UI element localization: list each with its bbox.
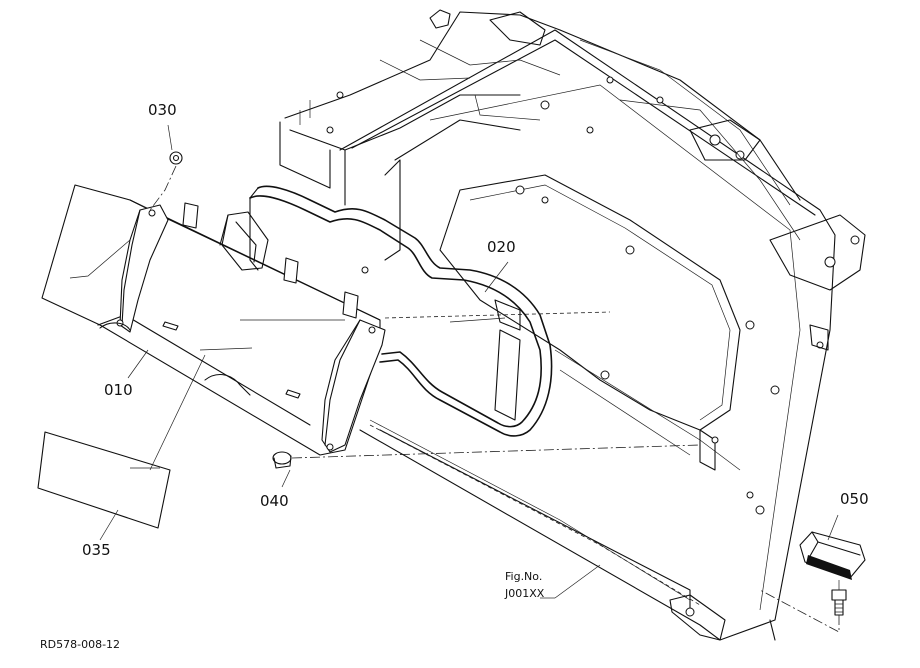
callout-010: 010 xyxy=(104,381,133,399)
washer-030 xyxy=(149,124,183,211)
callout-035: 035 xyxy=(82,541,111,559)
figref-leader xyxy=(554,564,601,599)
drawing-code: RD578-008-12 xyxy=(40,638,120,651)
decal-035 xyxy=(37,354,206,541)
cap-050 xyxy=(759,514,866,633)
deflector-panel-010 xyxy=(41,184,386,456)
cab-frame xyxy=(279,9,866,641)
figure-ref-line1: Fig.No. xyxy=(505,570,542,583)
grommet-040 xyxy=(272,444,701,488)
guard-rail-020 xyxy=(219,185,611,437)
callout-040: 040 xyxy=(260,492,289,510)
callout-050: 050 xyxy=(840,490,869,508)
figure-ref-line2: J001XX xyxy=(504,587,545,600)
callout-030: 030 xyxy=(148,101,177,119)
callout-020: 020 xyxy=(487,238,516,256)
